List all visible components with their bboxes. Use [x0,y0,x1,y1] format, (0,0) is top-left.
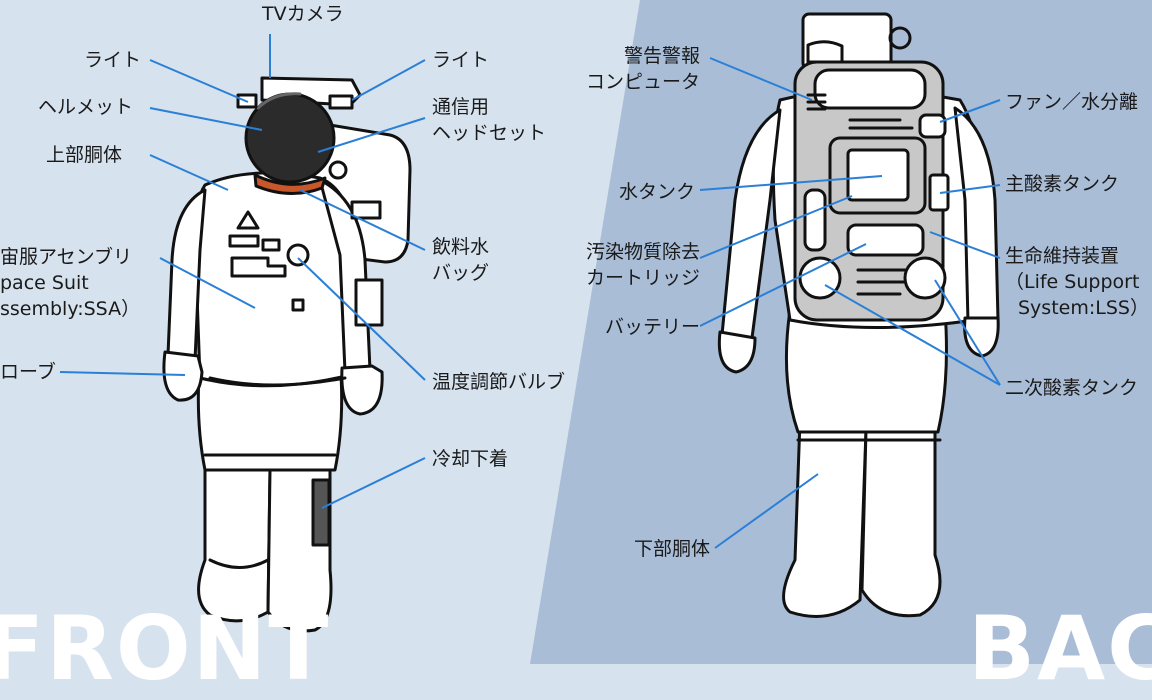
label-helmet: ヘルメット [38,96,134,118]
label-contaminant-line2: カートリッジ [585,267,700,289]
label-primary-o2-tank: 主酸素タンク [1005,173,1120,195]
label-lower-torso: 下部胴体 [633,538,710,560]
label-secondary-o2-tank: 二次酸素タンク [1005,377,1139,399]
label-ssa-line3: ssembly:SSA） [0,298,141,320]
label-drink-bag-line1: 飲料水 [432,236,490,258]
label-light-left: ライト [84,49,142,71]
label-water-tank: 水タンク [618,181,695,203]
label-ssa-line1: 宙服アセンブリ [0,246,133,268]
label-upper-torso: 上部胴体 [46,144,123,166]
label-drink-bag-line2: バッグ [432,262,490,284]
label-lss-line1: 生命維持装置 [1005,245,1120,267]
label-tv-camera: TVカメラ [262,3,344,25]
label-warning-line2: コンピュータ [585,71,700,93]
label-ssa-line2: pace Suit [0,272,89,294]
label-light-right: ライト [432,49,490,71]
label-warning-line1: 警告警報 [623,45,700,67]
label-cooling-garment: 冷却下着 [432,448,509,470]
label-glove: ローブ [0,361,56,383]
front-astronaut-illustration [162,76,412,633]
label-temp-valve: 温度調節バルブ [432,371,566,393]
leader-lines [59,34,1001,549]
label-lss-line3: System:LSS） [1018,297,1149,319]
label-contaminant-line1: 汚染物質除去 [585,241,700,263]
label-lss-line2: （Life Support [1005,271,1140,293]
label-battery: バッテリー [604,316,700,338]
label-comm-headset-line1: 通信用 [432,96,490,118]
label-comm-headset-line2: ヘッドセット [432,122,547,144]
label-fan-water-separator: ファン／水分離 [1005,91,1139,113]
heading-back: BAC [968,597,1152,700]
heading-front: FRONT [0,597,331,700]
